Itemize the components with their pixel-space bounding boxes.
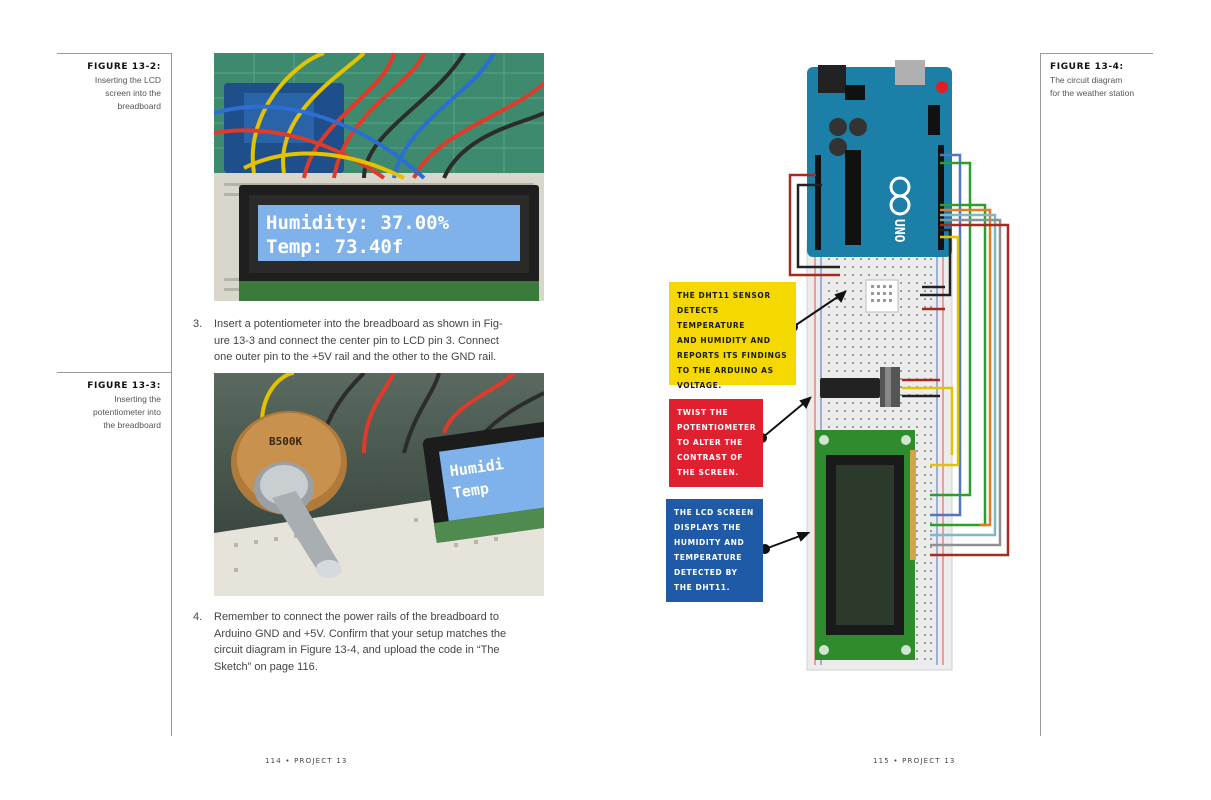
figure-13-4-label: FIGURE 13-4: bbox=[1050, 62, 1124, 72]
figure-13-4-rule bbox=[1040, 53, 1153, 54]
lcd-breadboard-photo: Humidity: 37.00% Temp: 73.40f bbox=[214, 53, 544, 301]
left-page-folio: 114 • PROJECT 13 bbox=[265, 757, 348, 765]
step-4-number: 4. bbox=[193, 611, 203, 623]
figure-13-3-caption-line: Inserting the bbox=[114, 394, 161, 404]
right-column-divider bbox=[1040, 53, 1041, 736]
arduino-uno-board: UNO bbox=[807, 60, 952, 257]
step-4: 4. Remember to connect the power rails o… bbox=[193, 609, 523, 679]
figure-13-4-caption-line: The circuit diagram bbox=[1050, 75, 1123, 85]
pot-label: B500K bbox=[269, 435, 302, 448]
potentiometer-callout-line: THE SCREEN. bbox=[677, 468, 739, 477]
figure-13-2-rule bbox=[57, 53, 171, 54]
potentiometer-callout: TWIST THE POTENTIOMETER TO ALTER THE CON… bbox=[669, 399, 763, 487]
figure-13-4-caption-block: FIGURE 13-4: The circuit diagram for the… bbox=[1050, 62, 1160, 100]
figure-13-2-caption-line: screen into the bbox=[105, 88, 161, 98]
lcd-photo-line-2: Temp: 73.40f bbox=[266, 236, 403, 258]
figure-13-3-caption-block: FIGURE 13-3: Inserting the potentiometer… bbox=[57, 381, 161, 432]
dht11-sensor bbox=[865, 279, 899, 313]
figure-13-3-label: FIGURE 13-3: bbox=[87, 381, 161, 391]
figure-13-3-caption-line: potentiometer into bbox=[92, 407, 161, 417]
dht11-callout: THE DHT11 SENSOR DETECTS TEMPERATURE AND… bbox=[669, 282, 796, 390]
step-4-line: Sketch” on page 116. bbox=[214, 660, 318, 673]
lcd-photo-line-1: Humidity: 37.00% bbox=[266, 212, 450, 234]
lcd-module bbox=[815, 430, 916, 660]
potentiometer-callout-line: TO ALTER THE bbox=[677, 438, 743, 447]
dht11-callout-line: DETECTS TEMPERATURE bbox=[677, 306, 746, 330]
pot-photo-lcd-text-2: Temp bbox=[452, 479, 490, 502]
lcd-callout-line: HUMIDITY AND bbox=[674, 538, 745, 547]
dht11-callout-line: AND HUMIDITY AND bbox=[677, 336, 771, 345]
step-3-line: Insert a potentiometer into the breadboa… bbox=[214, 318, 503, 330]
potentiometer-callout-line: CONTRAST OF bbox=[677, 453, 744, 462]
step-3-number: 3. bbox=[193, 318, 203, 330]
step-3: 3. Insert a potentiometer into the bread… bbox=[193, 316, 523, 366]
arduino-uno-label: UNO bbox=[891, 219, 906, 243]
dht11-callout-line: REPORTS ITS FINDINGS bbox=[677, 351, 788, 360]
figure-13-2-caption-line: Inserting the LCD bbox=[94, 75, 161, 85]
potentiometer-callout-line: POTENTIOMETER bbox=[677, 423, 757, 432]
potentiometer-photo: Humidi Temp B500K bbox=[214, 373, 544, 596]
lcd-callout-line: DETECTED BY bbox=[674, 568, 738, 577]
figure-13-2-caption-block: FIGURE 13-2: Inserting the LCD screen in… bbox=[57, 62, 161, 113]
step-3-line: ure 13-3 and connect the center pin to L… bbox=[214, 334, 499, 347]
figure-13-3-caption-line: the breadboard bbox=[103, 420, 161, 430]
lcd-callout-line: TEMPERATURE bbox=[674, 553, 743, 562]
potentiometer bbox=[820, 367, 900, 407]
figure-13-4-caption-line: for the weather station bbox=[1050, 88, 1135, 98]
lcd-callout: THE LCD SCREEN DISPLAYS THE HUMIDITY AND… bbox=[666, 499, 763, 602]
dht11-callout-line: TO THE ARDUINO AS bbox=[677, 366, 774, 375]
lcd-callout-line: THE DHT11. bbox=[674, 583, 731, 592]
circuit-diagram: UNO bbox=[757, 60, 1010, 671]
step-4-line: circuit diagram in Figure 13-4, and uplo… bbox=[214, 644, 500, 656]
right-page-folio: 115 • PROJECT 13 bbox=[873, 757, 956, 765]
lcd-callout-line: DISPLAYS THE bbox=[674, 523, 741, 532]
step-3-line: one outer pin to the +5V rail and the ot… bbox=[214, 351, 497, 363]
dht11-callout-line: VOLTAGE. bbox=[677, 381, 722, 390]
step-4-line: Arduino GND and +5V. Confirm that your s… bbox=[214, 627, 507, 640]
figure-13-2-label: FIGURE 13-2: bbox=[87, 62, 161, 72]
potentiometer-callout-line: TWIST THE bbox=[677, 408, 729, 417]
left-column-divider bbox=[171, 53, 172, 736]
figure-13-2-caption-line: breadboard bbox=[117, 101, 161, 111]
lcd-callout-line: THE LCD SCREEN bbox=[674, 508, 754, 517]
dht11-callout-line: THE DHT11 SENSOR bbox=[677, 291, 771, 300]
figure-13-3-rule bbox=[57, 372, 171, 373]
step-4-line: Remember to connect the power rails of t… bbox=[214, 611, 499, 623]
